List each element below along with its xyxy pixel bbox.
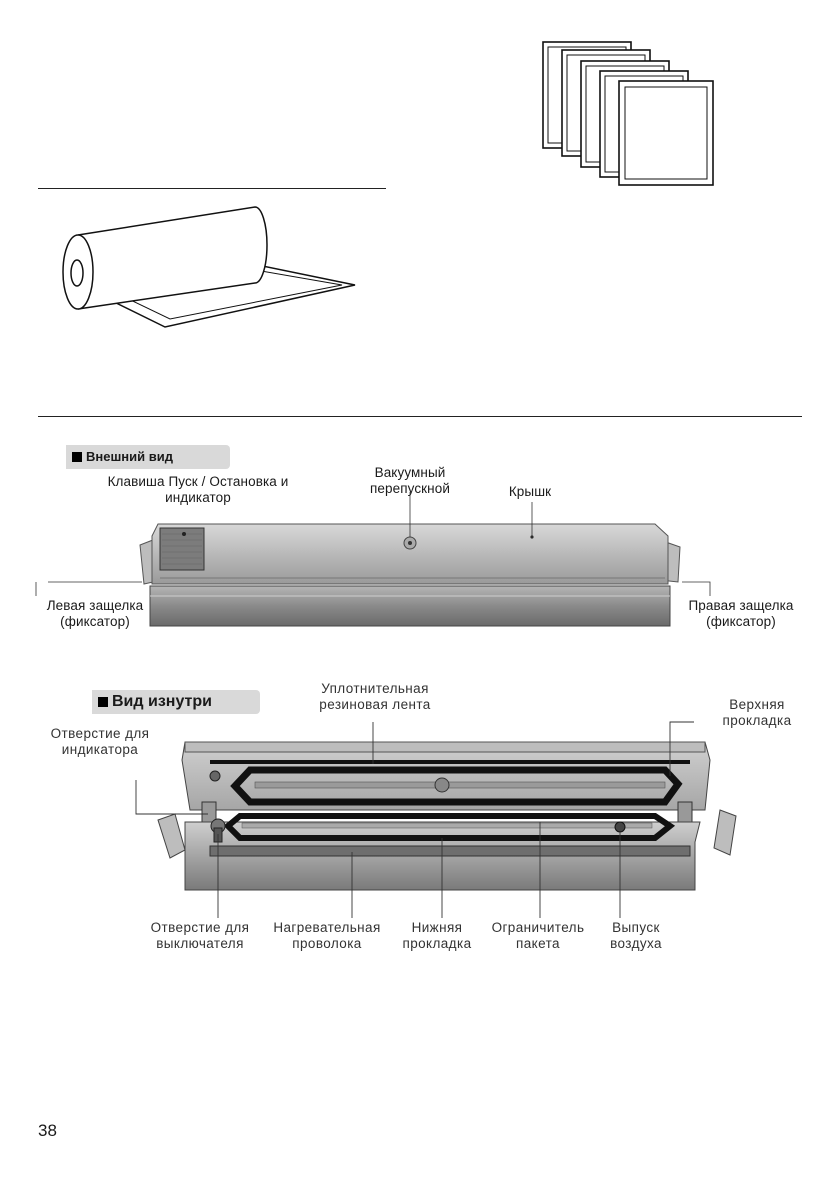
interior-section-label: Вид изнутри bbox=[92, 690, 260, 714]
sealer-interior-illustration bbox=[135, 721, 737, 918]
sealing-gasket-label: Уплотнительная резиновая лента bbox=[319, 681, 431, 712]
page-number: 38 bbox=[38, 1121, 57, 1140]
bag-limiter-label: Ограничитель пакета bbox=[491, 920, 585, 951]
exterior-section-label: Внешний вид bbox=[66, 445, 230, 469]
start-stop-key-label: Клавиша Пуск / Остановка и индикатор bbox=[107, 474, 289, 505]
lid-label: Крышк bbox=[508, 484, 552, 499]
lower-pad-label: Нижняя прокладка bbox=[402, 920, 472, 951]
square-bullet-icon bbox=[98, 697, 108, 707]
indicator-hole-label: Отверстие для индикатора bbox=[50, 726, 150, 757]
right-latch-label: Правая защелка (фиксатор) bbox=[688, 598, 794, 629]
heating-wire-label: Нагревательная проволока bbox=[273, 920, 381, 951]
left-latch-label: Левая защелка (фиксатор) bbox=[46, 598, 144, 629]
vacuum-bags-illustration bbox=[542, 41, 714, 186]
air-outlet-label: Выпуск воздуха bbox=[610, 920, 662, 951]
upper-pad-label: Верхняя прокладка bbox=[722, 697, 792, 728]
square-bullet-icon bbox=[72, 452, 82, 462]
vacuum-roll-illustration bbox=[62, 206, 356, 328]
section-divider-short bbox=[38, 188, 386, 189]
switch-hole-label: Отверстие для выключателя bbox=[150, 920, 250, 951]
sealer-exterior-illustration bbox=[35, 492, 711, 627]
vacuum-bypass-label: Вакуумный перепускной bbox=[369, 465, 450, 496]
section-divider bbox=[38, 416, 802, 417]
